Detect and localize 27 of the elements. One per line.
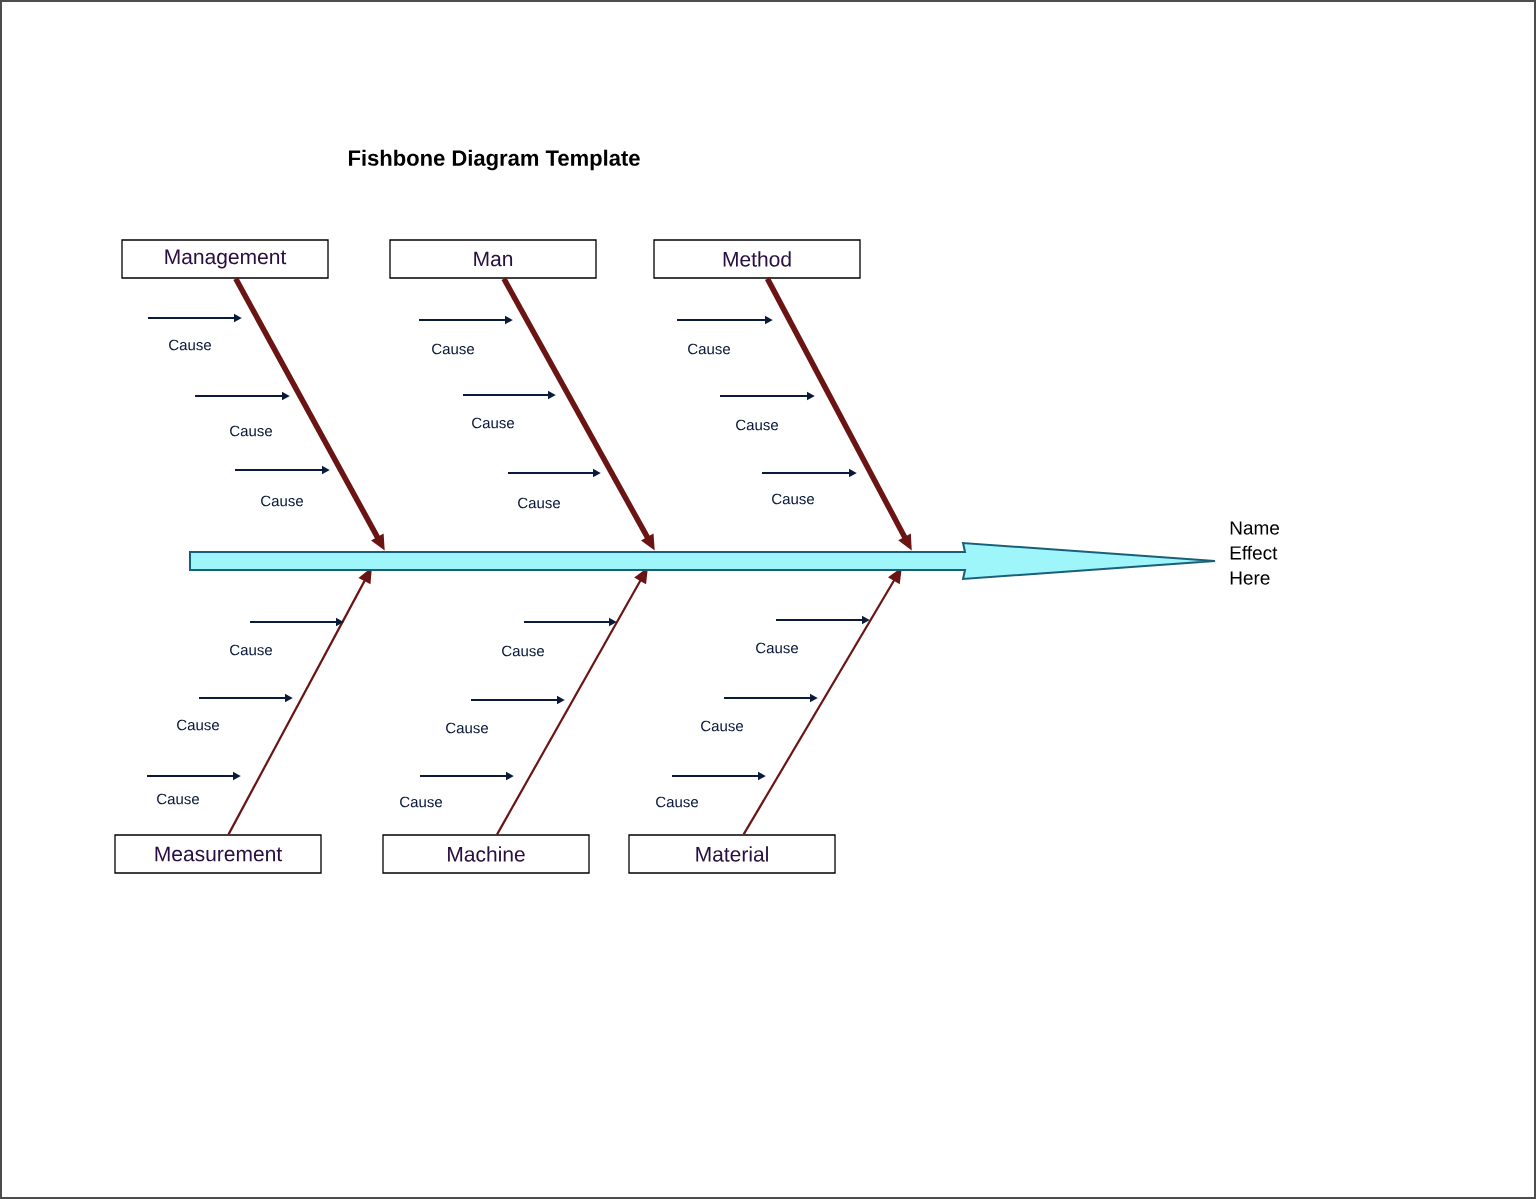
cause-label: Cause: [701, 720, 743, 732]
cause-label: Cause: [230, 425, 272, 437]
cause-label: Cause: [261, 495, 303, 507]
cause-label: Cause: [518, 497, 560, 509]
cause-label: Cause: [472, 417, 514, 429]
cause-label: Cause: [157, 793, 199, 805]
title: Fishbone Diagram Template: [349, 149, 640, 171]
cause-label: Cause: [432, 343, 474, 355]
category-box: Measurement: [114, 834, 322, 874]
cause-label: Cause: [400, 796, 442, 808]
cause-label: Cause: [446, 722, 488, 734]
effect-text: Name Effect Here: [1230, 521, 1280, 585]
category-box: Machine: [382, 834, 590, 874]
cause-label: Cause: [230, 644, 272, 656]
cause-label: Cause: [756, 642, 798, 654]
cause-label: Cause: [656, 796, 698, 808]
cause-label: Cause: [177, 719, 219, 731]
category-box: Material: [628, 834, 836, 874]
cause-label: Cause: [688, 343, 730, 355]
cause-label: Cause: [772, 493, 814, 505]
cause-label: Cause: [169, 339, 211, 351]
spine-arrow: [189, 541, 1216, 581]
cause-label: Cause: [736, 419, 778, 431]
cause-label: Cause: [502, 645, 544, 657]
category-box: Man: [389, 239, 597, 279]
category-box: Management: [121, 239, 329, 279]
category-box: Method: [653, 239, 861, 279]
